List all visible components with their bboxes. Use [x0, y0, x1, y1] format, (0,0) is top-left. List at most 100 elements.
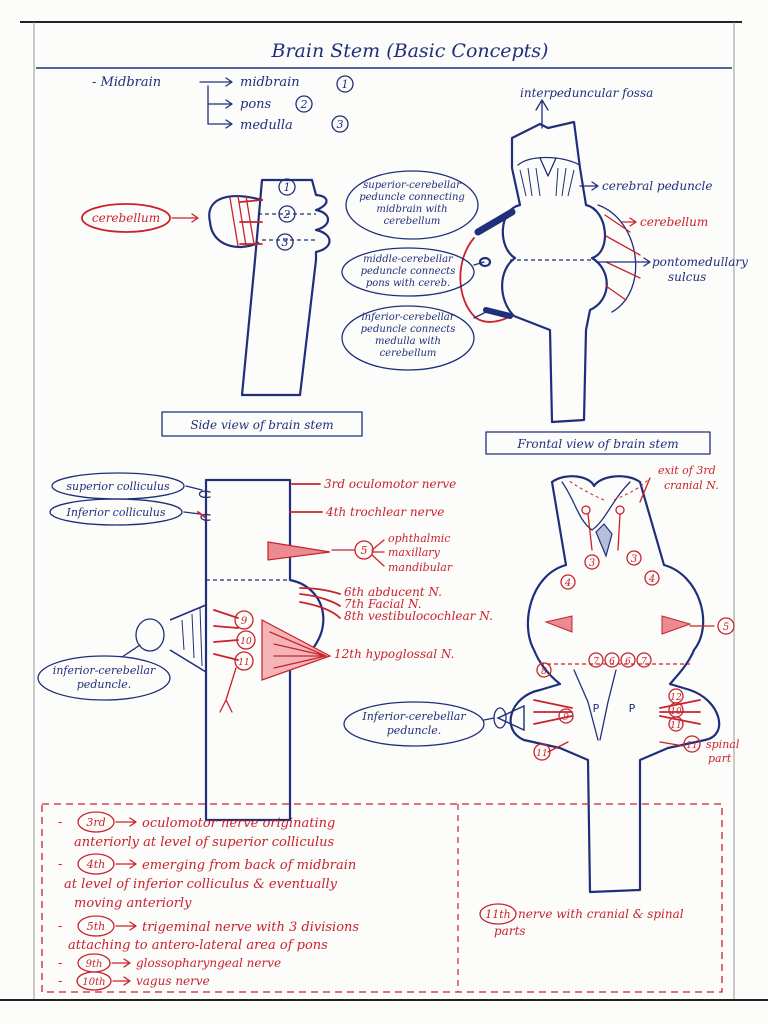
note-dash-2: - — [58, 857, 62, 872]
inferior-peduncle-pointer — [473, 311, 487, 319]
n9-number: 9 — [241, 616, 248, 627]
page-title: Brain Stem (Basic Concepts) — [271, 40, 549, 62]
inferior-peduncle-line4: cerebellum — [380, 348, 437, 359]
front-n4-circle-right — [644, 570, 660, 586]
front-n7-number: 7 — [593, 657, 599, 667]
front-trigeminal-left — [544, 615, 573, 633]
spinal-part-line1: spinal — [706, 738, 740, 751]
frontal-view-caption: Frontal view of brain stem — [516, 437, 678, 451]
inferior-peduncle-mark — [483, 307, 513, 319]
n4-line — [197, 511, 323, 519]
front-n7-circle — [588, 652, 604, 668]
front-n7b-circle — [636, 652, 652, 668]
front-n3-circle-left — [584, 554, 600, 570]
superior-colliculus-label: superior colliculus — [66, 480, 170, 493]
n12-label: 12th hypoglossal N. — [334, 647, 454, 661]
nerve-front-peduncles — [561, 481, 631, 531]
n3-label: 3rd oculomotor nerve — [324, 477, 456, 491]
front-n12-number: 12 — [670, 693, 682, 703]
note-badge-3rd — [77, 811, 115, 833]
side-cerebellum-label-bubble — [81, 203, 171, 233]
note-4th-line1: emerging from back of midbrain — [142, 858, 356, 873]
note-badge-5th-text: 5th — [87, 920, 106, 933]
front-n7b-number: 7 — [641, 657, 647, 667]
side-view-diagram: 1 2 3 cerebellum Side view of brain stem — [81, 178, 363, 437]
intro-number-2: 2 — [300, 98, 308, 111]
side-number-1: 1 — [284, 181, 291, 194]
side-inferior-peduncle-pointer — [121, 644, 141, 658]
n6-n7-n8-lines — [299, 587, 341, 619]
side-cerebellum-lobe — [208, 195, 264, 248]
intro-list: - Midbrain midbrain 1 pons 2 medulla 3 — [92, 75, 354, 133]
n3-root-right — [615, 505, 625, 515]
note-5th-line1: trigeminal nerve with 3 divisions — [142, 920, 359, 935]
middle-peduncle-mark — [478, 256, 492, 268]
superior-peduncle-mark — [474, 208, 516, 236]
superior-peduncle-line1: superior-cerebellar — [363, 180, 462, 191]
note-arrow-9th — [111, 958, 131, 968]
cerebral-peduncle-arrow — [579, 181, 599, 191]
inferior-peduncle-line2: peduncle connects — [361, 324, 456, 335]
sulcus-label-line1: pontomedullary — [652, 255, 748, 269]
front-n11-right-number: 11 — [686, 741, 697, 751]
front-n3-number-right: 3 — [631, 554, 637, 565]
pyramid-lines — [573, 669, 617, 741]
intro-number-1: 1 — [342, 78, 349, 91]
side-peduncle-cone — [169, 603, 207, 674]
n5-branch-ophthalmic: ophthalmic — [388, 532, 450, 545]
side-inferior-peduncle-bubble — [37, 655, 171, 701]
frontal-cerebellum-hatch — [604, 214, 641, 301]
front-peduncle-stump — [493, 707, 507, 729]
nerves-side-diagram: superior colliculus Inferior colliculus … — [37, 472, 493, 822]
n5-branch-arrows — [331, 539, 385, 567]
front-n4-number-left: 4 — [564, 578, 571, 589]
n6-label: 6th abducent N. — [344, 585, 442, 599]
spinal-part-line2: part — [708, 752, 732, 765]
front-n11-right-circle — [683, 735, 701, 753]
hypoglossal-strands — [269, 631, 327, 669]
front-inferior-peduncle-line2: peduncle. — [387, 724, 441, 737]
intro-circle-3 — [331, 115, 349, 133]
sulcus-arrow — [595, 257, 651, 267]
front-peduncle-cone — [496, 704, 525, 732]
intro-item-midbrain: midbrain — [240, 75, 300, 90]
side-view-caption-box — [161, 411, 363, 437]
front-n11-number: 11 — [670, 721, 681, 731]
side-peduncle-stump — [135, 618, 165, 652]
note-badge-11th-text: 11th — [485, 908, 511, 921]
front-n10-number: 10 — [670, 707, 682, 717]
note-badge-11th — [479, 903, 517, 925]
front-n6-circle — [604, 652, 620, 668]
note-11th-line2: parts — [494, 924, 526, 938]
note-arrow-10th — [112, 976, 131, 986]
inferior-colliculus-bubble — [49, 498, 183, 526]
pyramid-right-label: P — [629, 702, 636, 715]
side-cerebellum-hatch — [229, 195, 255, 247]
front-n3-number-left: 3 — [589, 558, 595, 569]
n8-label: 8th vestibulocochlear N. — [344, 609, 493, 623]
note-arrow-3rd — [115, 817, 137, 827]
inferior-peduncle-line1: inferior-cerebellar — [361, 312, 455, 323]
superior-colliculus-pointer — [185, 485, 203, 491]
exit-dashed-lines — [567, 479, 649, 501]
front-n5-circle — [717, 617, 735, 635]
note-dash-4: - — [58, 956, 62, 971]
arrow-midbrain — [199, 77, 233, 87]
front-n6b-circle — [620, 652, 636, 668]
pyramid-left-label: P — [593, 702, 600, 715]
frontal-peduncle-curve — [517, 156, 581, 166]
nerve-front-outline — [509, 475, 721, 894]
n5-branch-mandibular: mandibular — [388, 561, 453, 574]
n3-root-left — [581, 505, 591, 515]
side-cerebellum-arrow — [171, 213, 199, 223]
n10-number: 10 — [240, 637, 252, 647]
n7-label: 7th Facial N. — [344, 597, 422, 611]
exit-pointer — [639, 477, 651, 503]
note-arrow-4th — [115, 859, 137, 869]
note-3rd-line1: oculomotor nerve originating — [142, 816, 335, 831]
fossa-arrow — [535, 99, 549, 129]
side-number-3: 3 — [282, 236, 289, 249]
inferior-colliculus-label: Inferior colliculus — [66, 506, 166, 519]
side-circle-1 — [278, 178, 296, 196]
